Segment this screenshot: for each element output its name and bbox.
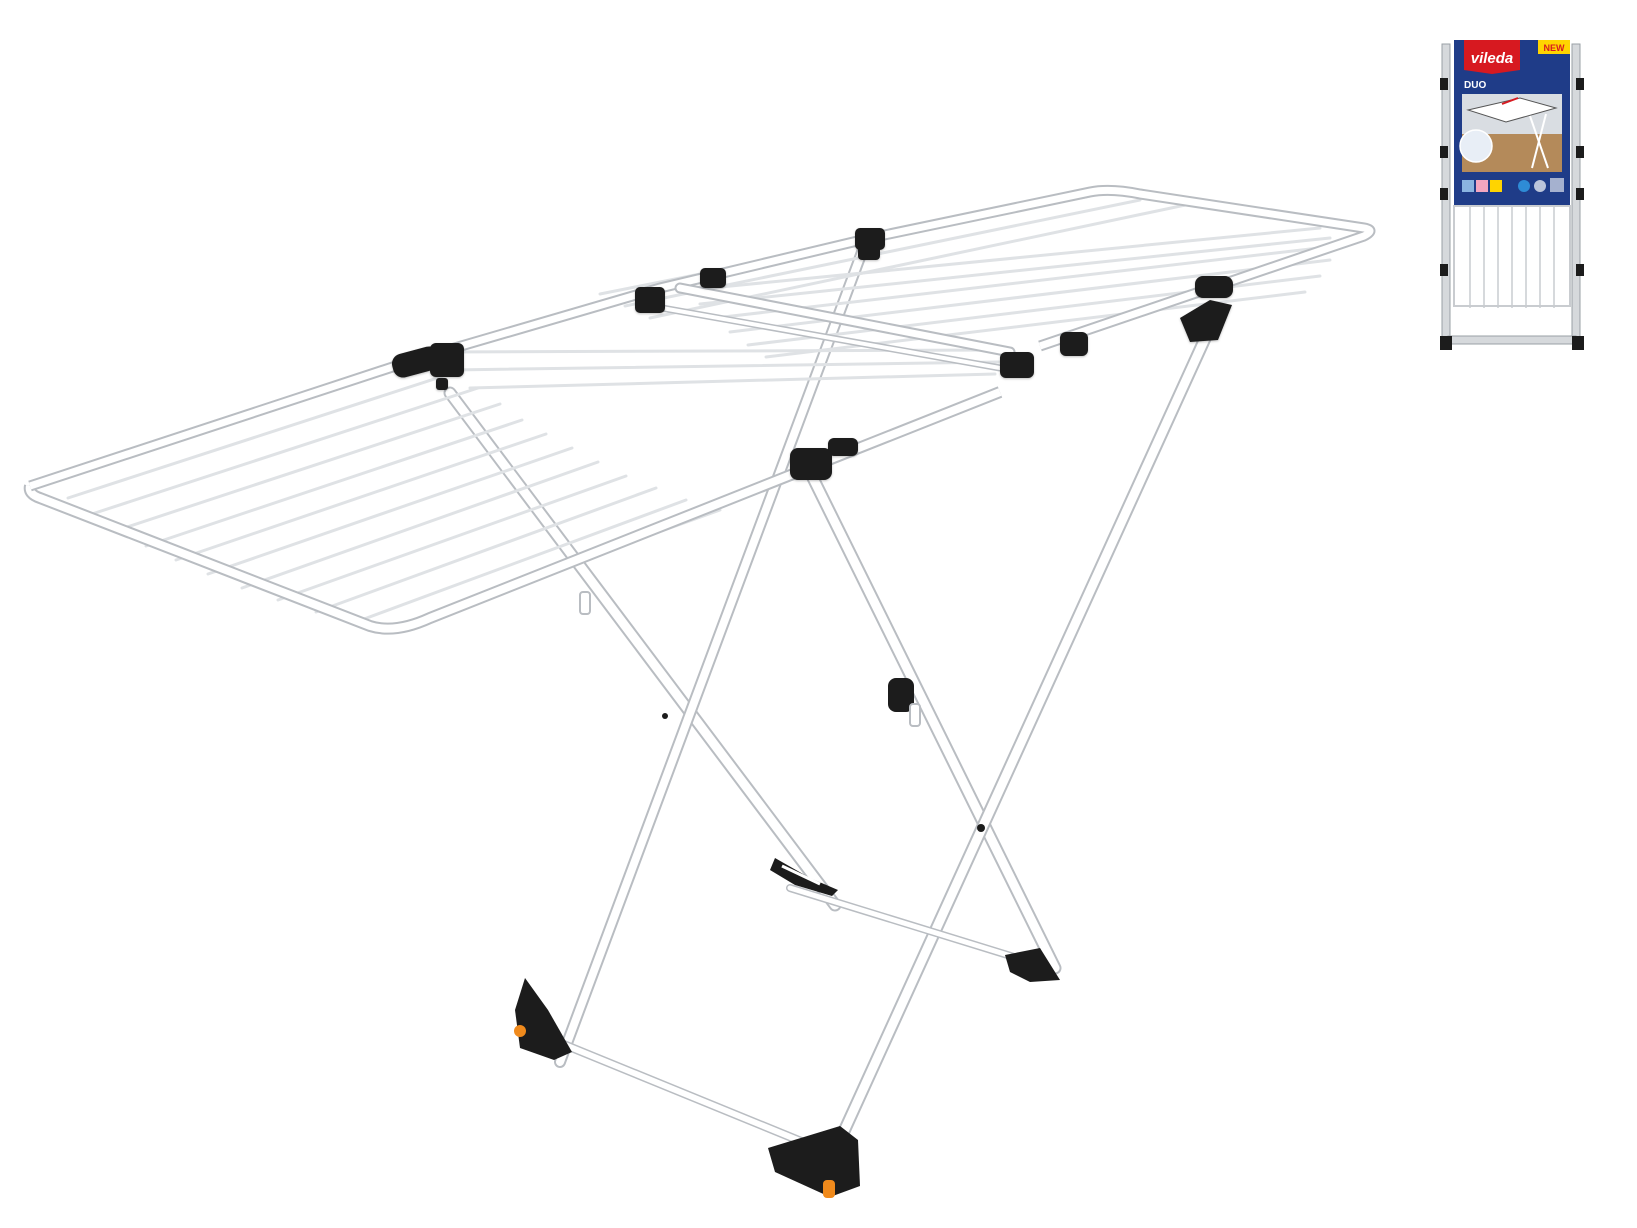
leg-hinges <box>579 591 985 832</box>
package-thumbnail: vileda NEW DUO <box>1440 38 1586 368</box>
frame-clips <box>391 228 1233 480</box>
brand-logo-text: vileda <box>1471 50 1514 67</box>
product-name-text: DUO <box>1464 80 1486 91</box>
new-badge-text: NEW <box>1544 43 1566 53</box>
drying-lines <box>43 194 1338 627</box>
rack-legs <box>443 246 1225 1169</box>
package-image: vileda NEW DUO <box>1440 40 1584 350</box>
rack-feet <box>514 858 1060 1198</box>
